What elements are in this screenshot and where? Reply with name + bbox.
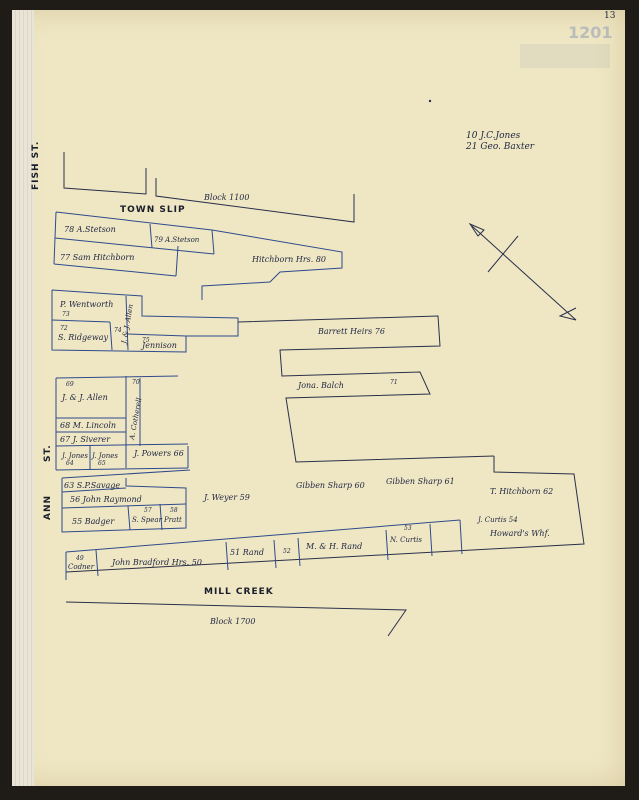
street-ann: ANN bbox=[43, 495, 53, 520]
lot-79-a-stetson: 79 A.Stetson bbox=[154, 236, 200, 244]
lot-55-badger: 55 Badger bbox=[72, 517, 115, 526]
lot-75-num: 75 bbox=[142, 337, 150, 344]
lot-52-num: 52 bbox=[283, 548, 291, 555]
lot-53-num: 53 bbox=[404, 525, 412, 532]
block-1700-label: Block 1700 bbox=[209, 617, 255, 626]
lot-53-n-curtis: N. Curtis bbox=[389, 536, 422, 544]
lot-allen-vertical: J. & J. Allen bbox=[120, 303, 135, 346]
lot-67-j-siverer: 67 J. Siverer bbox=[60, 435, 111, 444]
lot-75-jennison: Jennison bbox=[140, 341, 177, 350]
lot-69-num: 69 bbox=[66, 381, 74, 388]
legend-line-1: 10 J.C.Jones bbox=[466, 131, 521, 141]
street-fish-st: FISH ST. bbox=[31, 141, 41, 190]
howards-wharf: Howard's Whf. bbox=[489, 529, 550, 538]
lot-76-barrett-heirs: Barrett Heirs 76 bbox=[317, 327, 385, 336]
lot-71-num: 71 bbox=[390, 379, 398, 386]
lot-74-num: 74 bbox=[114, 327, 122, 334]
stamp-smudge bbox=[520, 44, 610, 68]
lot-50-john-bradford: John Bradford Hrs. 50 bbox=[110, 558, 202, 567]
stamp: 1201 bbox=[568, 23, 613, 42]
street-town-slip: TOWN SLIP bbox=[120, 205, 186, 215]
lot-jona-balch: Jona. Balch bbox=[296, 381, 344, 390]
lot-lines-mill-creek bbox=[65, 456, 585, 580]
lot-68-m-lincoln: 68 M. Lincoln bbox=[60, 421, 116, 430]
binding-strip bbox=[12, 10, 34, 786]
lot-lines-raymond bbox=[61, 469, 191, 533]
block-1700-boundary bbox=[65, 601, 407, 637]
lot-80-hitchborn-hrs: Hitchborn Hrs. 80 bbox=[251, 255, 326, 264]
block-1100-label: Block 1100 bbox=[203, 193, 249, 202]
lot-60-gibben-sharp: Gibben Sharp 60 bbox=[296, 481, 365, 490]
lot-63-sp-savage: 63 S.P.Savage bbox=[64, 481, 120, 490]
lot-49-codner: Codner bbox=[68, 563, 95, 571]
map-sheet bbox=[12, 10, 625, 786]
block-1100-boundary bbox=[63, 152, 355, 223]
lot-72-num: 72 bbox=[60, 325, 68, 332]
lot-72-s-ridgeway: S. Ridgeway bbox=[58, 333, 108, 342]
street-ann-st-suffix: ST. bbox=[43, 444, 53, 462]
lot-65-num: 65 bbox=[98, 460, 106, 467]
lot-73-num: 73 bbox=[62, 311, 70, 318]
north-arrow-icon bbox=[468, 222, 577, 321]
lot-lines-barrett bbox=[237, 315, 495, 463]
page-number: 13 bbox=[604, 11, 616, 21]
lot-59-j-weyer: J. Weyer 59 bbox=[202, 493, 250, 502]
lot-61-gibben-sharp: Gibben Sharp 61 bbox=[386, 477, 455, 486]
legend-line-2: 21 Geo. Baxter bbox=[465, 142, 535, 152]
lot-lines-ann bbox=[55, 375, 189, 471]
lot-70-cotherell: A. Cotherell bbox=[128, 397, 143, 441]
lot-73-p-wentworth: P. Wentworth bbox=[59, 300, 113, 309]
ink-dot bbox=[428, 99, 432, 103]
lot-49-num: 49 bbox=[75, 555, 84, 562]
lot-lines-wentworth bbox=[51, 289, 239, 353]
lot-64-num: 64 bbox=[66, 460, 74, 467]
lot-57-s-spear: S. Spear bbox=[132, 516, 163, 524]
lot-lines-north bbox=[53, 211, 343, 300]
lot-58-pratt: Pratt bbox=[163, 516, 182, 524]
lot-70-num: 70 bbox=[132, 379, 140, 386]
lot-mh-rand: M. & H. Rand bbox=[305, 542, 362, 551]
lot-57-num: 57 bbox=[144, 507, 152, 514]
lot-69-jj-allen: J. & J. Allen bbox=[60, 393, 108, 402]
lot-78-a-stetson: 78 A.Stetson bbox=[64, 225, 116, 234]
lot-62-t-hitchborn: T. Hitchborn 62 bbox=[490, 487, 553, 496]
lot-77-sam-hitchborn: 77 Sam Hitchborn bbox=[60, 253, 134, 262]
lot-58-num: 58 bbox=[170, 507, 178, 514]
street-mill-creek: MILL CREEK bbox=[204, 587, 274, 597]
lot-66-j-powers: J. Powers 66 bbox=[132, 449, 184, 458]
lot-54-j-curtis: J. Curtis 54 bbox=[476, 516, 518, 524]
lot-51-rand: 51 Rand bbox=[230, 548, 264, 557]
lot-64-j-jones: J. Jones bbox=[60, 452, 88, 460]
lot-65-j-jones: J. Jones bbox=[90, 452, 118, 460]
lot-56-john-raymond: 56 John Raymond bbox=[70, 495, 142, 504]
